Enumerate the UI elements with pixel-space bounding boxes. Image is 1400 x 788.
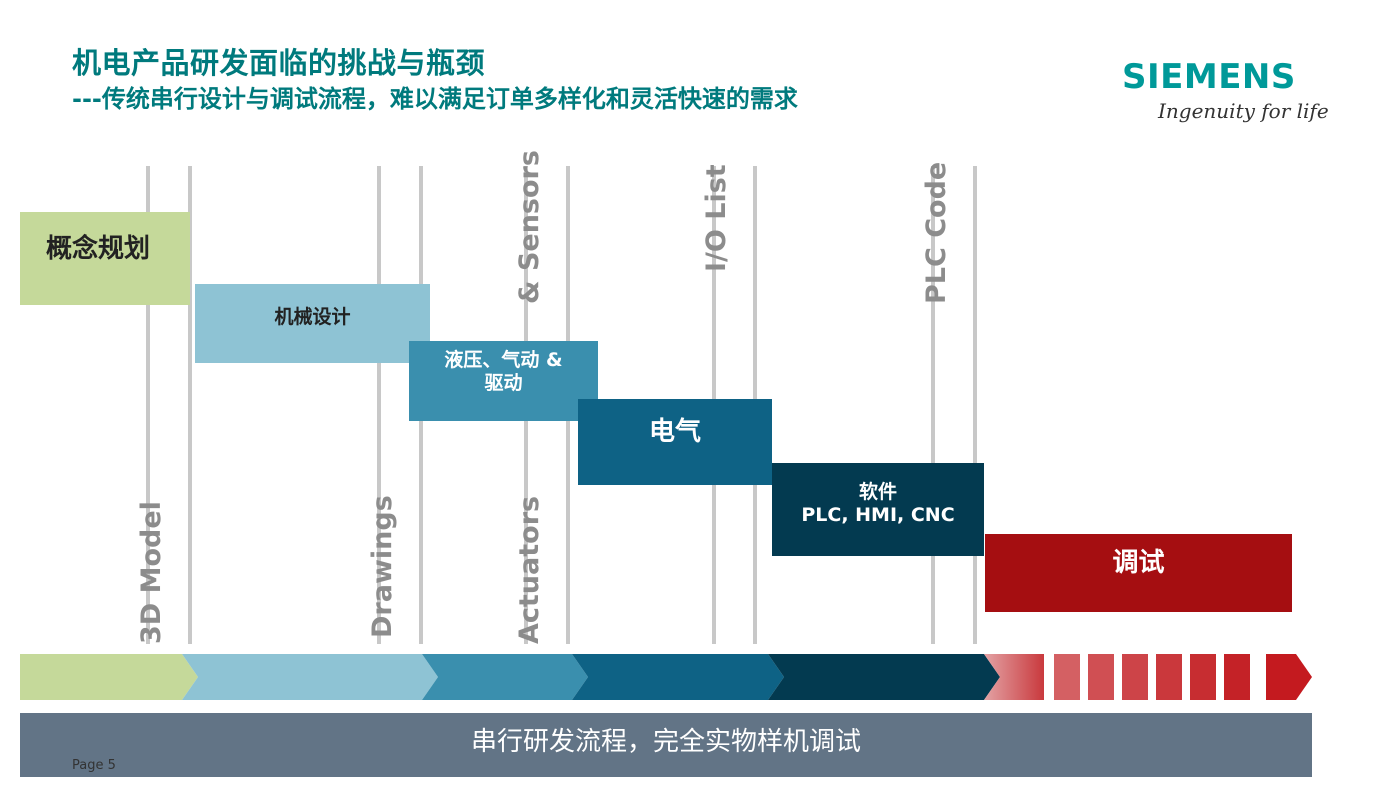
arrow-head (1266, 654, 1312, 700)
arrow-dash (1190, 654, 1216, 700)
phase-label: 机械设计 (274, 306, 351, 328)
milestone-line (146, 166, 150, 644)
slide-subtitle: ---传统串行设计与调试流程，难以满足订单多样化和灵活快速的需求 (72, 85, 798, 113)
phase-label: 液压、气动 & (444, 349, 563, 371)
phase-label: 软件 (858, 481, 897, 503)
process-description: 串行研发流程，完全实物样机调试 (470, 727, 861, 757)
phase-label-secondary: PLC, HMI, CNC (801, 503, 955, 526)
arrow-dash (1088, 654, 1114, 700)
arrow-segment-commissioning (984, 654, 1044, 700)
process-description-bar: 串行研发流程，完全实物样机调试 (20, 713, 1312, 777)
arrow-segment-concept (20, 654, 198, 700)
milestone-line (188, 166, 192, 644)
arrow-dash (1224, 654, 1250, 700)
phase-label-secondary: 驱动 (484, 371, 523, 394)
arrow-dash (1054, 654, 1080, 700)
brand-tagline: Ingenuity for life (1158, 99, 1329, 123)
phase-mechanical-design: 机械设计 (195, 284, 430, 363)
phase-label: 调试 (1112, 548, 1165, 578)
page-number: Page 5 (72, 758, 116, 773)
arrow-segment-hydraulic (422, 654, 588, 700)
phase-label: 概念规划 (46, 234, 151, 264)
arrow-segment-software (768, 654, 1000, 700)
arrow-dash (1156, 654, 1182, 700)
phase-concept-planning: 概念规划 (20, 212, 190, 305)
phase-label: 电气 (648, 417, 701, 447)
arrow-dash (1122, 654, 1148, 700)
phase-software: 软件 PLC, HMI, CNC (772, 463, 984, 556)
milestone-line (931, 166, 935, 644)
milestone-line (973, 166, 977, 644)
arrow-segment-electrical (572, 654, 784, 700)
phase-commissioning: 调试 (985, 534, 1292, 612)
arrow-segment-mechanical (182, 654, 438, 700)
milestone-line (377, 166, 381, 644)
siemens-logo: SIEMENS (1122, 57, 1296, 97)
slide-title: 机电产品研发面临的挑战与瓶颈 (72, 46, 486, 80)
phase-hydraulic-drive: 液压、气动 & 驱动 (409, 341, 598, 421)
phase-electrical: 电气 (578, 399, 772, 485)
